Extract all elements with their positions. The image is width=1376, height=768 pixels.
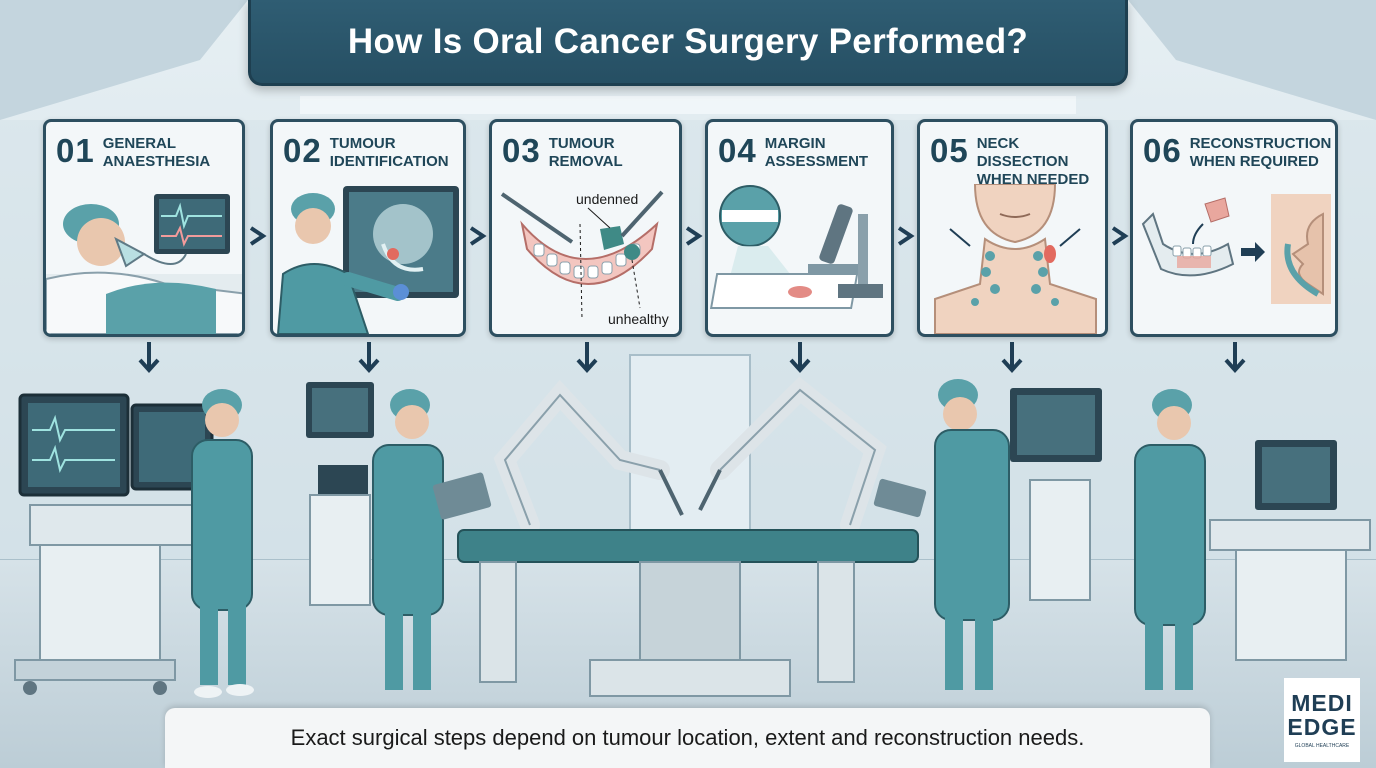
step-label: Reconstruction When Required xyxy=(1189,135,1332,170)
step-label: General Anaesthesia xyxy=(102,135,211,170)
arrow-down-icon xyxy=(1224,342,1246,373)
step-number: 04 xyxy=(718,132,757,169)
step-number: 02 xyxy=(283,132,322,169)
step-number: 06 xyxy=(1143,132,1182,169)
step-card-5: 05 Neck Dissection When Needed xyxy=(917,119,1108,337)
step-number: 03 xyxy=(502,132,541,169)
step-card-3: 03 Tumour Removal undenned unhealthy xyxy=(489,119,682,337)
arrow-down-icon xyxy=(358,342,380,373)
arrow-down-icon xyxy=(789,342,811,373)
annotation-bottom: unhealthy xyxy=(608,311,669,327)
arrow-right-icon xyxy=(897,226,915,246)
step-card-4: 04 Margin Assessment xyxy=(705,119,894,337)
reconstruction-illustration xyxy=(1141,194,1331,304)
title-banner: How Is Oral Cancer Surgery Performed? xyxy=(248,0,1128,86)
logo-line-2: EDGE xyxy=(1287,714,1357,740)
anaesthesia-illustration xyxy=(46,194,242,334)
arrow-down-icon xyxy=(576,342,598,373)
step-card-6: 06 Reconstruction When Required xyxy=(1130,119,1338,337)
step-label: Tumour Removal xyxy=(548,135,623,170)
step-label: Neck Dissection When Needed xyxy=(976,135,1090,188)
tumour-removal-illustration: undenned unhealthy xyxy=(500,190,669,327)
arrow-right-icon xyxy=(249,226,267,246)
brand-logo: MEDI EDGE GLOBAL HEALTHCARE xyxy=(1284,678,1360,762)
step-card-2: 02 Tumour Identification xyxy=(270,119,466,337)
page-title: How Is Oral Cancer Surgery Performed? xyxy=(347,21,1029,61)
neck-dissection-illustration xyxy=(934,184,1097,334)
arrow-right-icon xyxy=(469,226,487,246)
footer-text: Exact surgical steps depend on tumour lo… xyxy=(290,725,1085,750)
arrow-right-icon xyxy=(1111,226,1129,246)
logo-tagline: GLOBAL HEALTHCARE xyxy=(1294,743,1350,749)
step-card-1: 01 General Anaesthesia xyxy=(43,119,245,337)
arrow-down-icon xyxy=(138,342,160,373)
step-label: Margin Assessment xyxy=(764,135,869,170)
step-number: 05 xyxy=(930,132,969,169)
step-number: 01 xyxy=(56,132,95,169)
step-label: Tumour Identification xyxy=(329,135,449,170)
arrow-down-icon xyxy=(1001,342,1023,373)
footer-note: Exact surgical steps depend on tumour lo… xyxy=(165,708,1210,768)
tumour-identification-illustration xyxy=(276,186,459,334)
margin-assessment-illustration xyxy=(709,185,883,309)
annotation-top: undenned xyxy=(576,191,638,207)
logo-line-1: MEDI xyxy=(1291,690,1353,716)
arrow-right-icon xyxy=(685,226,703,246)
